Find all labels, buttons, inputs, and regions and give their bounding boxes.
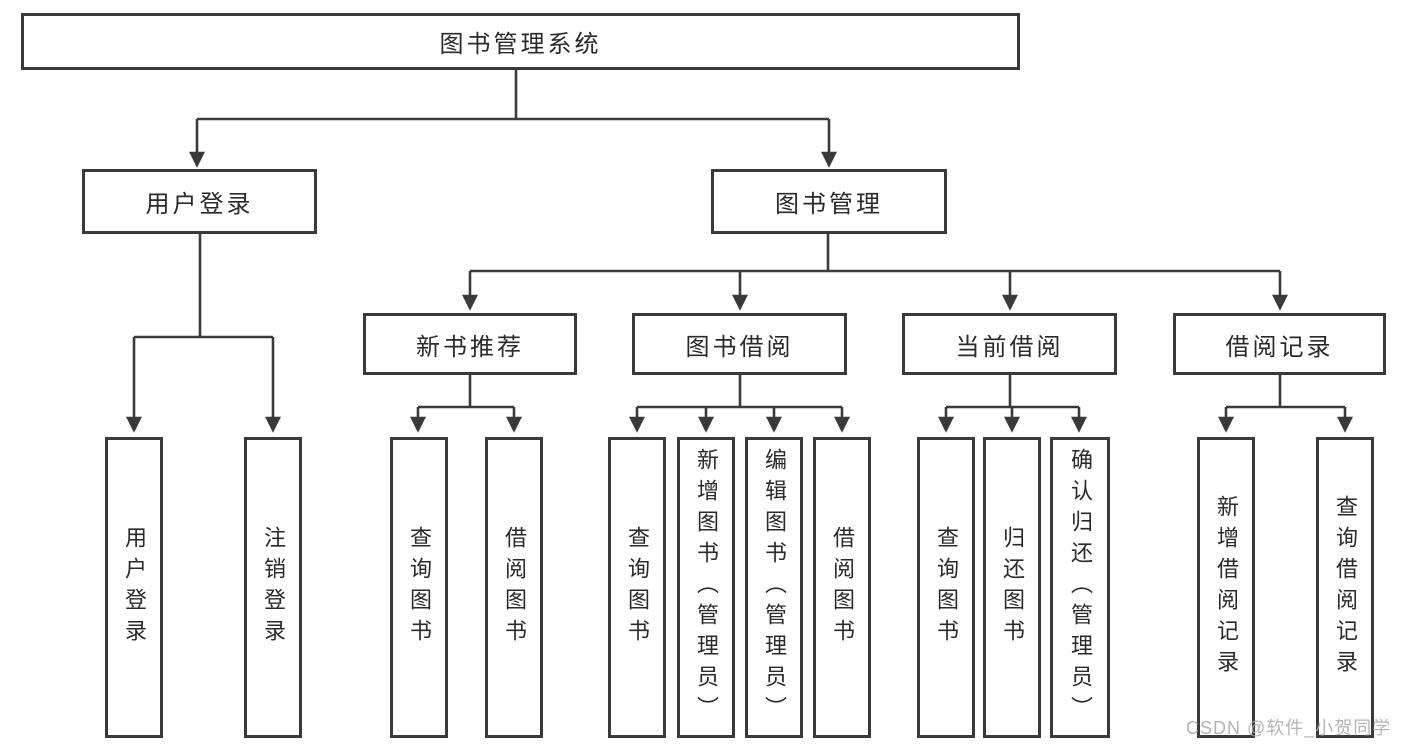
leaf-recommend-borrow-book: 借阅图书 (485, 437, 543, 738)
leaf-recommend-query-book: 查询图书 (390, 437, 448, 738)
node-book-management: 图书管理 (711, 169, 947, 234)
leaf-user-login: 用户登录 (105, 437, 163, 738)
node-book-borrow: 图书借阅 (632, 313, 847, 375)
leaf-borrow-query-book-label: 查询图书 (625, 525, 650, 650)
node-borrow-records-label: 借阅记录 (1225, 333, 1334, 361)
node-current-borrow: 当前借阅 (902, 313, 1117, 375)
leaf-return-book-label: 归还图书 (1000, 525, 1025, 650)
leaf-borrow-book: 借阅图书 (813, 437, 871, 738)
node-new-book-recommend: 新书推荐 (363, 313, 577, 375)
leaf-borrow-query-book: 查询图书 (608, 437, 666, 738)
node-new-book-recommend-label: 新书推荐 (416, 333, 524, 361)
node-book-management-label: 图书管理 (775, 191, 883, 218)
leaf-add-book-admin: 新增图书（管理员） (677, 437, 735, 738)
leaf-user-login-label: 用户登录 (122, 525, 147, 650)
leaf-confirm-return-admin-label: 确认归还（管理员） (1068, 448, 1093, 727)
leaf-add-borrow-record-label: 新增借阅记录 (1214, 494, 1239, 681)
leaf-add-book-admin-label: 新增图书（管理员） (694, 448, 719, 727)
node-borrow-records: 借阅记录 (1173, 313, 1386, 375)
leaf-logout: 注销登录 (244, 437, 302, 738)
node-book-borrow-label: 图书借阅 (685, 333, 794, 361)
leaf-edit-book-admin-label: 编辑图书（管理员） (762, 448, 787, 727)
node-current-borrow-label: 当前借阅 (955, 333, 1064, 361)
node-library-system-label: 图书管理系统 (439, 31, 602, 58)
leaf-query-borrow-record-label: 查询借阅记录 (1333, 494, 1358, 681)
leaf-query-borrow-record: 查询借阅记录 (1316, 437, 1374, 738)
leaf-add-borrow-record: 新增借阅记录 (1197, 437, 1255, 738)
node-library-system: 图书管理系统 (21, 13, 1020, 70)
node-user-login-label: 用户登录 (145, 191, 254, 218)
csdn-watermark: CSDN @软件_小贺同学 (1186, 718, 1392, 738)
leaf-borrow-book-label: 借阅图书 (830, 525, 855, 650)
node-user-login: 用户登录 (82, 169, 317, 234)
leaf-return-book: 归还图书 (983, 437, 1041, 738)
leaf-recommend-query-book-label: 查询图书 (407, 525, 432, 650)
leaf-logout-label: 注销登录 (261, 525, 286, 650)
leaf-confirm-return-admin: 确认归还（管理员） (1050, 437, 1110, 738)
leaf-current-query-book-label: 查询图书 (934, 525, 959, 650)
leaf-recommend-borrow-book-label: 借阅图书 (502, 525, 527, 650)
leaf-current-query-book: 查询图书 (917, 437, 975, 738)
leaf-edit-book-admin: 编辑图书（管理员） (745, 437, 803, 738)
